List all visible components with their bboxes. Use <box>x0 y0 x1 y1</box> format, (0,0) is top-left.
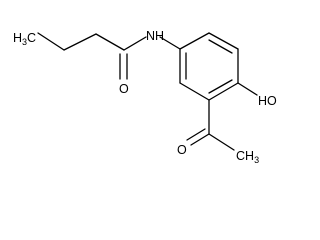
atom-labels: H3C NH O HO O CH3 <box>13 29 277 165</box>
ring-inner-double-1 <box>208 39 233 54</box>
amide-oxygen-label: O <box>119 82 129 96</box>
bond-carbonyl-nh <box>123 36 147 51</box>
ring-bond-5 <box>179 82 210 101</box>
bond-ch2-carbonyl <box>95 33 125 51</box>
bond-nh-ring <box>159 36 181 50</box>
bond-ch3-ch2 <box>37 32 65 51</box>
ring-bond-2 <box>208 32 239 50</box>
bond-ch2-ch2 <box>63 33 97 51</box>
bond-ring-oh <box>237 82 258 96</box>
bond-acetyl-ch3 <box>208 133 235 151</box>
ring-bond-1 <box>179 32 210 50</box>
bonds <box>37 32 258 151</box>
methyl-left-label: H3C <box>13 31 36 47</box>
bond-acetyl-o-double-a <box>190 133 210 146</box>
ring-bond-4 <box>208 82 239 101</box>
molecule-structure: H3C NH O HO O CH3 <box>13 29 277 165</box>
structure-canvas: H3C NH O HO O CH3 <box>13 29 277 165</box>
ring-inner-double-2 <box>208 79 233 94</box>
ketone-oxygen-label: O <box>177 143 187 157</box>
methyl-right-label: CH3 <box>236 149 259 165</box>
bond-acetyl-o-double-b <box>186 128 206 141</box>
nitrogen-label: NH <box>146 29 164 43</box>
hydroxyl-label: HO <box>258 94 277 108</box>
